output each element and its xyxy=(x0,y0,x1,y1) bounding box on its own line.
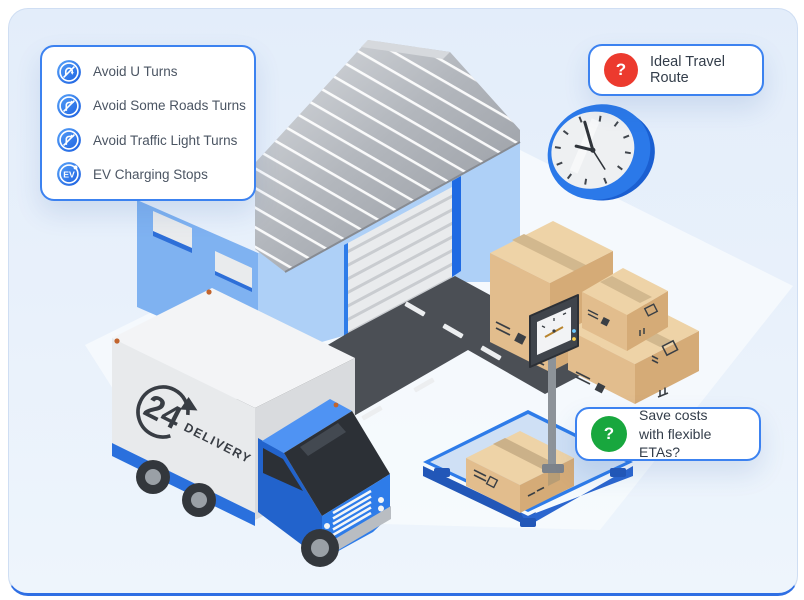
save-costs-card[interactable]: ? Save costs with flexible ETAs? xyxy=(575,407,761,461)
warehouse-window xyxy=(215,251,252,292)
no-u-turn-icon xyxy=(57,59,81,84)
garage-door xyxy=(344,176,461,339)
route-options-card: Avoid U Turns Avoid Some Roads Turns Avo… xyxy=(40,45,256,201)
no-right-turn-icon xyxy=(57,93,81,118)
ideal-route-card[interactable]: ? Ideal Travel Route xyxy=(588,44,764,96)
road-dash xyxy=(480,345,502,361)
route-option-row[interactable]: EV EV Charging Stops xyxy=(56,158,248,191)
road-dash xyxy=(413,377,435,393)
wall-clock xyxy=(547,104,655,201)
route-option-row[interactable]: Avoid Traffic Light Turns xyxy=(56,124,248,157)
ideal-route-label: Ideal Travel Route xyxy=(650,54,725,86)
route-option-label: Avoid Traffic Light Turns xyxy=(93,132,238,148)
scale-display xyxy=(529,294,579,473)
truck-cargo-top xyxy=(112,288,355,408)
garage-door-frame xyxy=(452,176,461,277)
road-dash xyxy=(442,323,464,339)
no-turn-traffic-light-icon xyxy=(57,128,81,153)
cab-side-window xyxy=(263,448,303,491)
save-costs-label: Save costs with flexible ETAs? xyxy=(639,406,745,461)
question-badge-icon: ? xyxy=(591,416,627,452)
save-costs-line2: with flexible ETAs? xyxy=(639,425,712,461)
road-dash xyxy=(361,405,383,421)
route-option-row[interactable]: Avoid U Turns xyxy=(56,55,248,88)
warehouse-building xyxy=(137,40,521,360)
save-costs-line1: Save costs xyxy=(639,407,708,424)
warehouse-window xyxy=(153,211,192,253)
delivery-truck: 24 DELIVERY xyxy=(112,288,391,567)
small-box xyxy=(582,268,668,351)
road-dash xyxy=(404,301,426,317)
route-option-label: EV Charging Stops xyxy=(93,166,208,182)
question-badge-icon: ? xyxy=(604,53,638,87)
cab-windshield xyxy=(284,411,390,516)
truck-rear-wheel xyxy=(136,460,170,494)
warehouse-roof xyxy=(255,40,521,273)
cardboard-boxes xyxy=(490,221,699,404)
cab-grille xyxy=(332,489,372,537)
route-option-row[interactable]: Avoid Some Roads Turns xyxy=(56,89,248,122)
truck-front-wheel xyxy=(301,529,339,567)
route-option-label: Avoid U Turns xyxy=(93,64,178,79)
roof-ridge-cap xyxy=(361,40,450,59)
ev-charging-icon: EV xyxy=(57,162,81,187)
route-option-label: Avoid Some Roads Turns xyxy=(93,98,246,114)
truck-cab xyxy=(258,399,391,567)
truck-rear-wheel xyxy=(182,483,216,517)
truck-cargo-side xyxy=(112,338,255,513)
cab-roof xyxy=(262,399,352,453)
svg-text:EV: EV xyxy=(63,170,75,180)
